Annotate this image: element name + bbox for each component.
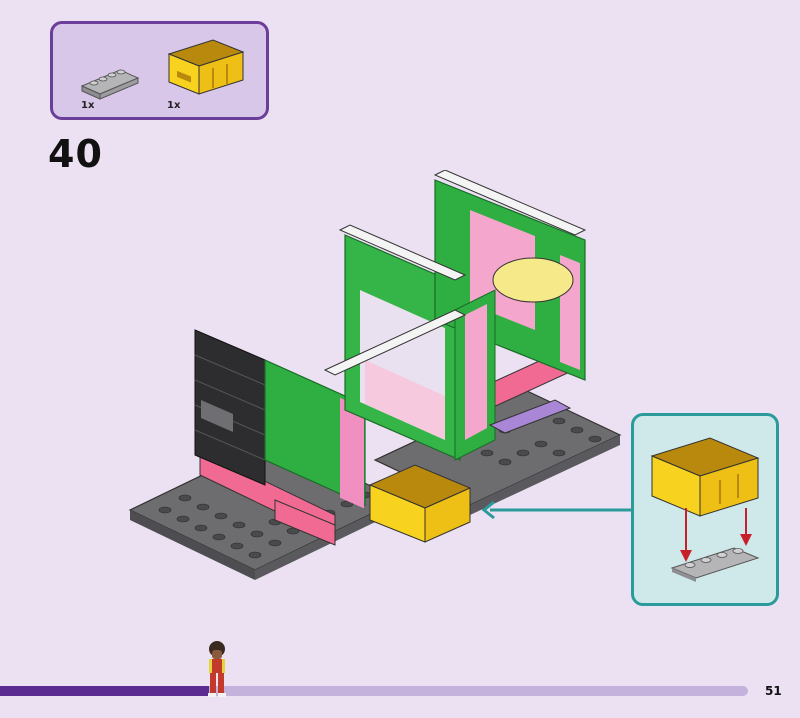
parts-list-panel: 1x 1x [50,21,269,120]
callout-arrow [481,500,632,520]
gray-plate-part [80,69,140,100]
callout-gray-plate [670,547,760,582]
part-qty-plate: 1x [81,100,95,111]
yellow-crate-on-model [368,464,472,543]
part-qty-crate: 1x [167,100,181,111]
yellow-awning [492,257,574,303]
page-number: 51 [765,684,782,698]
callout-panel [631,413,779,606]
minifigure-progress-marker [208,641,226,697]
progress-bar-fill [0,686,210,696]
yellow-crate-part [167,39,245,95]
callout-crate [650,437,760,517]
progress-bar [0,686,748,696]
step-number: 40 [48,132,103,176]
main-model-illustration [128,170,622,580]
black-brick-wall [194,329,266,486]
white-roof-beams [338,224,467,281]
callout-down-arrows [680,508,752,562]
